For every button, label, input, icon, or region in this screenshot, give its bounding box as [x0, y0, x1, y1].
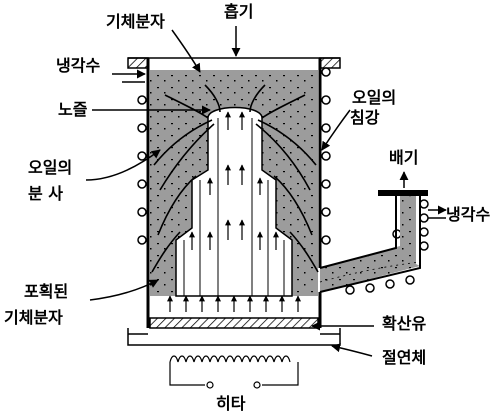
- oil-descent-label-line1: 오일의: [352, 88, 397, 107]
- left-flange: [127, 57, 149, 69]
- oil-jet-label-line1: 오일의: [28, 158, 73, 177]
- nozzle-label: 노즐: [58, 100, 88, 119]
- gas-molecules-label: 기체분자: [106, 12, 165, 31]
- coolant-out-label: 냉각수: [446, 205, 491, 224]
- oil-jet-streams: [151, 84, 319, 273]
- exhaust-label: 배기: [389, 148, 419, 167]
- diffusion-oil-label: 확산유: [382, 314, 427, 333]
- trapped-molecules-label-line1: 포획된: [24, 282, 69, 301]
- vapor-arrows: [167, 111, 301, 312]
- heater-coil: [169, 355, 299, 389]
- diffusion-oil-layer: [149, 317, 319, 329]
- oil-jet-label-line2: 분 사: [28, 184, 64, 203]
- pointer-arrows: [85, 26, 447, 357]
- right-flange: [319, 57, 341, 69]
- exhaust-flange: [378, 190, 428, 196]
- insulator-box: [127, 328, 341, 346]
- insulator-label: 절연체: [382, 348, 427, 367]
- intake-label: 흡기: [224, 2, 254, 21]
- oil-descent-label-line2: 침강: [350, 108, 380, 127]
- cooling-coils: [137, 67, 429, 295]
- coolant-in-label: 냉각수: [56, 56, 101, 75]
- heater-label: 히타: [216, 394, 246, 413]
- trapped-molecules-label-line2: 기체분자: [4, 308, 63, 327]
- exhaust-arm: [319, 190, 428, 293]
